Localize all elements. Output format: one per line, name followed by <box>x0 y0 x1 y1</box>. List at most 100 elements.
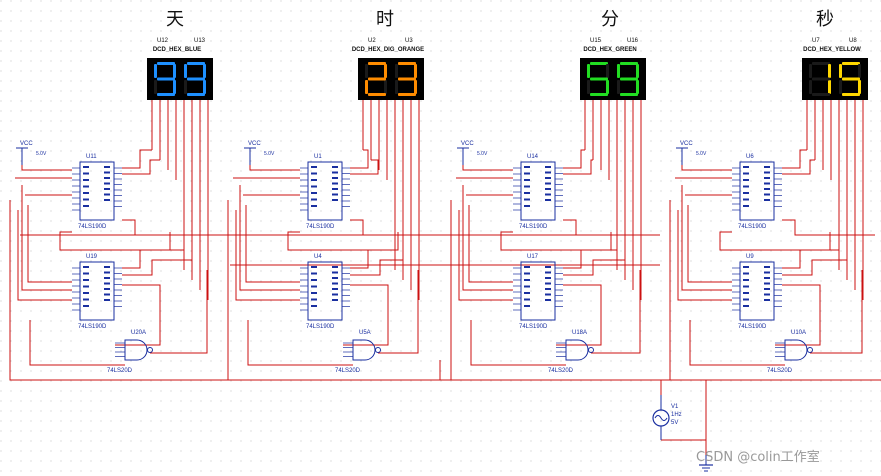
segment-d <box>398 93 416 96</box>
wire <box>462 185 513 291</box>
counter-chip-body[interactable] <box>307 261 343 321</box>
counter-chip-body[interactable] <box>520 161 556 221</box>
pin-label-mark <box>743 272 749 275</box>
pin-label-mark <box>764 266 770 268</box>
pin-label-mark <box>104 271 110 274</box>
counter-ref: U1 <box>314 154 322 160</box>
vcc-label: VCC <box>461 141 474 147</box>
wire <box>563 159 593 175</box>
pin-label-mark <box>83 279 89 281</box>
pin-label-mark <box>104 299 110 301</box>
pin-label-mark <box>311 285 317 288</box>
segment-e <box>839 80 842 94</box>
wire <box>122 159 160 175</box>
section-title: 天 <box>166 9 184 30</box>
pin-label-mark <box>104 199 110 201</box>
pin-label-mark <box>545 271 551 274</box>
counter-ref: U4 <box>314 254 322 260</box>
digit-0 <box>809 62 831 96</box>
wire <box>29 320 125 366</box>
pin-label-mark <box>743 279 749 281</box>
section-title: 秒 <box>816 9 834 30</box>
segment-e <box>587 80 590 94</box>
pin-label-mark <box>524 205 530 207</box>
segment-e <box>617 80 620 94</box>
wire <box>681 185 732 291</box>
segment-g <box>620 77 638 81</box>
counter-chip-body[interactable] <box>307 161 343 221</box>
wire <box>458 210 513 301</box>
segment-c <box>203 80 206 94</box>
pin-label-mark <box>332 282 338 285</box>
gate-bubble <box>588 347 594 353</box>
pin-label-mark <box>743 179 749 181</box>
pin-label-mark <box>311 305 317 307</box>
pin-label-mark <box>524 198 530 201</box>
wire <box>563 259 625 276</box>
pin-label-mark <box>764 182 770 185</box>
counter-chip-body[interactable] <box>520 261 556 321</box>
clock-source[interactable]: V1 1Hz 5V <box>652 395 682 440</box>
counter-chip-body[interactable] <box>739 161 775 221</box>
nand-gate-icon[interactable] <box>124 339 148 361</box>
wire <box>27 205 72 283</box>
pin-label-mark <box>764 171 770 174</box>
pin-label-mark <box>104 188 110 190</box>
display-ref-b: U8 <box>849 38 857 44</box>
clock-frequency: 1Hz <box>671 412 682 418</box>
pin-label-mark <box>332 182 338 185</box>
clock-ref: V1 <box>671 404 679 410</box>
gate-bubble <box>375 347 381 353</box>
segment-g <box>590 77 608 81</box>
pin-label-mark <box>83 166 89 168</box>
pin-label-mark <box>104 166 110 168</box>
vcc-voltage: 5.0V <box>477 151 488 157</box>
pin-label-mark <box>83 198 89 201</box>
counter-chip-body[interactable] <box>79 261 115 321</box>
digit-1 <box>395 62 417 96</box>
counter-chip-body[interactable] <box>739 261 775 321</box>
pin-label-mark <box>545 282 551 285</box>
pin-label-mark <box>83 285 89 288</box>
display-ref-b: U13 <box>194 38 206 44</box>
segment-b <box>414 64 417 78</box>
pin-label-mark <box>764 282 770 285</box>
pin-label-mark <box>332 288 338 290</box>
pin-label-mark <box>104 266 110 268</box>
wire <box>350 159 379 175</box>
wire <box>378 270 419 354</box>
segment-g <box>157 77 175 81</box>
pin-label-mark <box>524 285 530 288</box>
segment-b <box>384 64 387 78</box>
segment-f <box>617 64 620 78</box>
segment-b <box>828 64 831 78</box>
pin-label-mark <box>83 305 89 307</box>
digit-1 <box>184 62 206 96</box>
pin-label-mark <box>524 172 530 175</box>
counter-part: 74LS190D <box>738 224 767 230</box>
segment-b <box>636 64 639 78</box>
pin-label-mark <box>83 179 89 181</box>
wire <box>775 284 821 346</box>
pin-label-mark <box>545 299 551 301</box>
nand-gate-icon[interactable] <box>352 339 376 361</box>
pin-label-mark <box>311 185 317 188</box>
pin-label-mark <box>524 179 530 181</box>
nand-gate-icon[interactable] <box>565 339 589 361</box>
segment-b <box>606 64 609 78</box>
pin-label-mark <box>332 199 338 201</box>
pin-label-mark <box>311 279 317 281</box>
segment-b <box>173 64 176 78</box>
pin-label-mark <box>311 298 317 301</box>
pin-label-mark <box>743 298 749 301</box>
pin-label-mark <box>311 292 317 294</box>
counter-chip-body[interactable] <box>79 161 115 221</box>
digit-0 <box>365 62 387 96</box>
pin-label-mark <box>764 277 770 279</box>
pin-label-mark <box>743 198 749 201</box>
nand-gate-icon[interactable] <box>784 339 808 361</box>
gate-part: 74LS20D <box>335 368 361 374</box>
